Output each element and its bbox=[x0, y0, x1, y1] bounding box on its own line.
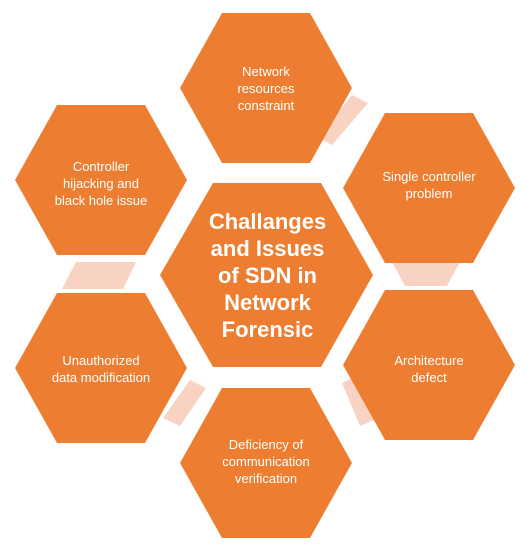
node-top-label: Network resources constraint bbox=[196, 58, 336, 118]
hexagon-top bbox=[180, 13, 352, 163]
center-label-line: Network bbox=[224, 290, 311, 315]
hexagon-upper-left bbox=[15, 105, 187, 255]
node-label-line: Deficiency of bbox=[228, 436, 304, 452]
node-label-line: Architecture bbox=[394, 353, 464, 368]
node-label-line: resources bbox=[237, 80, 295, 96]
hexagon-center bbox=[160, 183, 373, 367]
node-label-line: Controller bbox=[72, 158, 130, 174]
center-label-line: Forensic bbox=[221, 317, 314, 342]
node-label-line: verification bbox=[234, 470, 298, 486]
node-bottom-label: Deficiency of communication verification bbox=[196, 431, 336, 491]
hexagon-lower-right bbox=[343, 290, 515, 440]
node-label-line: Network bbox=[242, 63, 290, 79]
connector-lower-right-bottom bbox=[342, 375, 378, 426]
hexagon-bottom bbox=[180, 388, 352, 538]
node-lower-right-label: Architecture defect bbox=[359, 344, 499, 394]
node-upper-right-label: Single controller problem bbox=[359, 160, 499, 210]
node-label-line: defect bbox=[411, 370, 447, 385]
center-label: Challanges and Issues of SDN in Network … bbox=[180, 188, 355, 363]
connector-upper-right-lower-right bbox=[392, 262, 460, 286]
node-label-line: Single controller bbox=[382, 169, 476, 184]
node-label-line: hijacking and bbox=[63, 175, 139, 191]
connector-bottom-lower-left bbox=[163, 380, 206, 426]
node-upper-left-label: Controller hijacking and black hole issu… bbox=[26, 153, 176, 213]
node-label-line: black hole issue bbox=[54, 192, 148, 208]
hexagon-upper-right bbox=[343, 113, 515, 263]
center-label-line: of SDN in bbox=[218, 263, 317, 288]
center-label-line: and Issues bbox=[210, 236, 325, 261]
connector-top-upper-right bbox=[318, 95, 368, 145]
node-label-line: Unauthorized bbox=[62, 353, 140, 368]
node-label-line: constraint bbox=[237, 97, 295, 113]
node-label-line: data modification bbox=[51, 370, 151, 385]
connector-lower-left-upper-left bbox=[62, 262, 136, 289]
node-label-line: problem bbox=[405, 186, 453, 201]
center-label-line: Challanges bbox=[208, 209, 327, 234]
node-label-line: communication bbox=[222, 453, 310, 469]
hexagon-lower-left bbox=[15, 293, 187, 443]
node-lower-left-label: Unauthorized data modification bbox=[26, 344, 176, 394]
